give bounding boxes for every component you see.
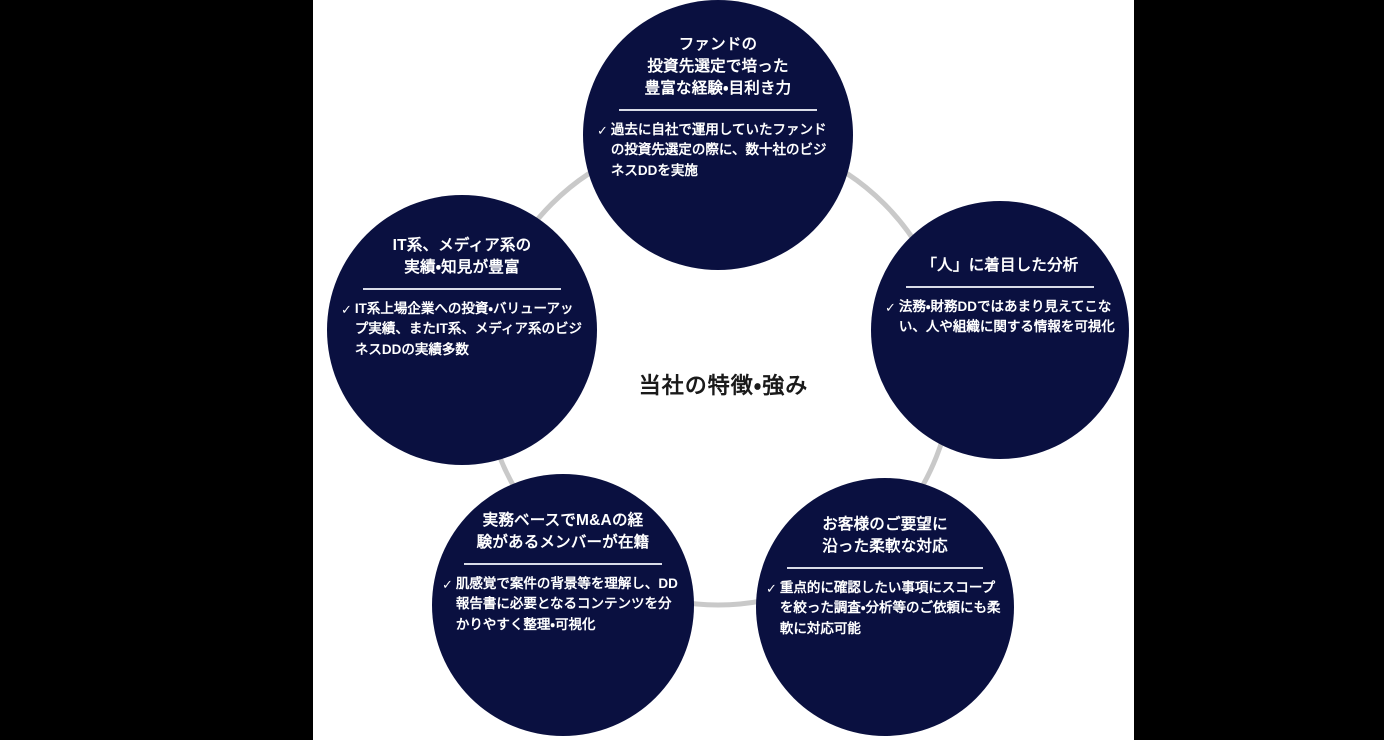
node-body: ✓ IT系上場企業への投資・バリューアップ実績、またIT系、メディア系のビジネス… bbox=[341, 299, 583, 360]
node-title: お客様のご要望に 沿った柔軟な対応 bbox=[822, 516, 948, 555]
node-people-focused-analysis[interactable]: 「人」に着目した分析 ✓ 法務・財務DDではあまり見えてこない、人や組織に関する… bbox=[871, 201, 1129, 459]
node-divider bbox=[618, 109, 818, 111]
node-fund-experience[interactable]: ファンドの 投資先選定で培った 豊富な経験・目利き力 ✓ 過去に自社で運用してい… bbox=[583, 0, 853, 270]
node-content: お客様のご要望に 沿った柔軟な対応 ✓ 重点的に確認したい事項にスコープを絞った… bbox=[756, 478, 1014, 639]
node-content: 「人」に着目した分析 ✓ 法務・財務DDではあまり見えてこない、人や組織に関する… bbox=[871, 201, 1129, 338]
node-divider bbox=[362, 288, 562, 290]
node-divider bbox=[787, 567, 983, 569]
node-title: 実務ベースでM&Aの経 験があるメンバーが在籍 bbox=[476, 512, 650, 551]
node-divider bbox=[905, 286, 1095, 288]
node-description: IT系上場企業への投資・バリューアップ実績、またIT系、メディア系のビジネスDD… bbox=[354, 301, 582, 357]
node-flexible-response[interactable]: お客様のご要望に 沿った柔軟な対応 ✓ 重点的に確認したい事項にスコープを絞った… bbox=[756, 478, 1014, 736]
node-content: IT系、メディア系の 実績・知見が豊富 ✓ IT系上場企業への投資・バリューアッ… bbox=[327, 195, 597, 360]
node-body: ✓ 肌感覚で案件の背景等を理解し、DD報告書に必要となるコンテンツを分かりやすく… bbox=[442, 574, 684, 635]
node-description: 過去に自社で運用していたファンドの投資先選定の際に、数十社のビジネスDDを実施 bbox=[610, 122, 827, 178]
node-description: 重点的に確認したい事項にスコープを絞った調査・分析等のご依頼にも柔軟に対応可能 bbox=[779, 580, 1001, 636]
node-description: 肌感覚で案件の背景等を理解し、DD報告書に必要となるコンテンツを分かりやすく整理… bbox=[455, 576, 678, 632]
node-title: IT系、メディア系の 実績・知見が豊富 bbox=[392, 237, 532, 276]
check-icon: ✓ bbox=[442, 577, 453, 592]
node-it-media-track-record[interactable]: IT系、メディア系の 実績・知見が豊富 ✓ IT系上場企業への投資・バリューアッ… bbox=[327, 195, 597, 465]
node-divider bbox=[463, 563, 663, 565]
check-icon: ✓ bbox=[597, 123, 608, 138]
center-label: 当社の特徴・強み bbox=[638, 373, 809, 398]
node-content: 実務ベースでM&Aの経 験があるメンバーが在籍 ✓ 肌感覚で案件の背景等を理解し… bbox=[432, 474, 694, 635]
node-content: ファンドの 投資先選定で培った 豊富な経験・目利き力 ✓ 過去に自社で運用してい… bbox=[583, 0, 853, 181]
node-title: 「人」に着目した分析 bbox=[921, 257, 1079, 274]
node-title: ファンドの 投資先選定で培った 豊富な経験・目利き力 bbox=[644, 36, 792, 97]
check-icon: ✓ bbox=[341, 302, 352, 317]
node-body: ✓ 過去に自社で運用していたファンドの投資先選定の際に、数十社のビジネスDDを実… bbox=[597, 120, 839, 181]
node-body: ✓ 重点的に確認したい事項にスコープを絞った調査・分析等のご依頼にも柔軟に対応可… bbox=[766, 578, 1004, 639]
node-ma-experienced-members[interactable]: 実務ベースでM&Aの経 験があるメンバーが在籍 ✓ 肌感覚で案件の背景等を理解し… bbox=[432, 474, 694, 736]
slide-canvas: 当社の特徴・強み ファンドの 投資先選定で培った 豊富な経験・目利き力 ✓ 過去… bbox=[313, 0, 1134, 740]
node-body: ✓ 法務・財務DDではあまり見えてこない、人や組織に関する情報を可視化 bbox=[885, 297, 1115, 338]
check-icon: ✓ bbox=[766, 581, 777, 596]
node-description: 法務・財務DDではあまり見えてこない、人や組織に関する情報を可視化 bbox=[898, 299, 1115, 335]
check-icon: ✓ bbox=[885, 300, 896, 315]
